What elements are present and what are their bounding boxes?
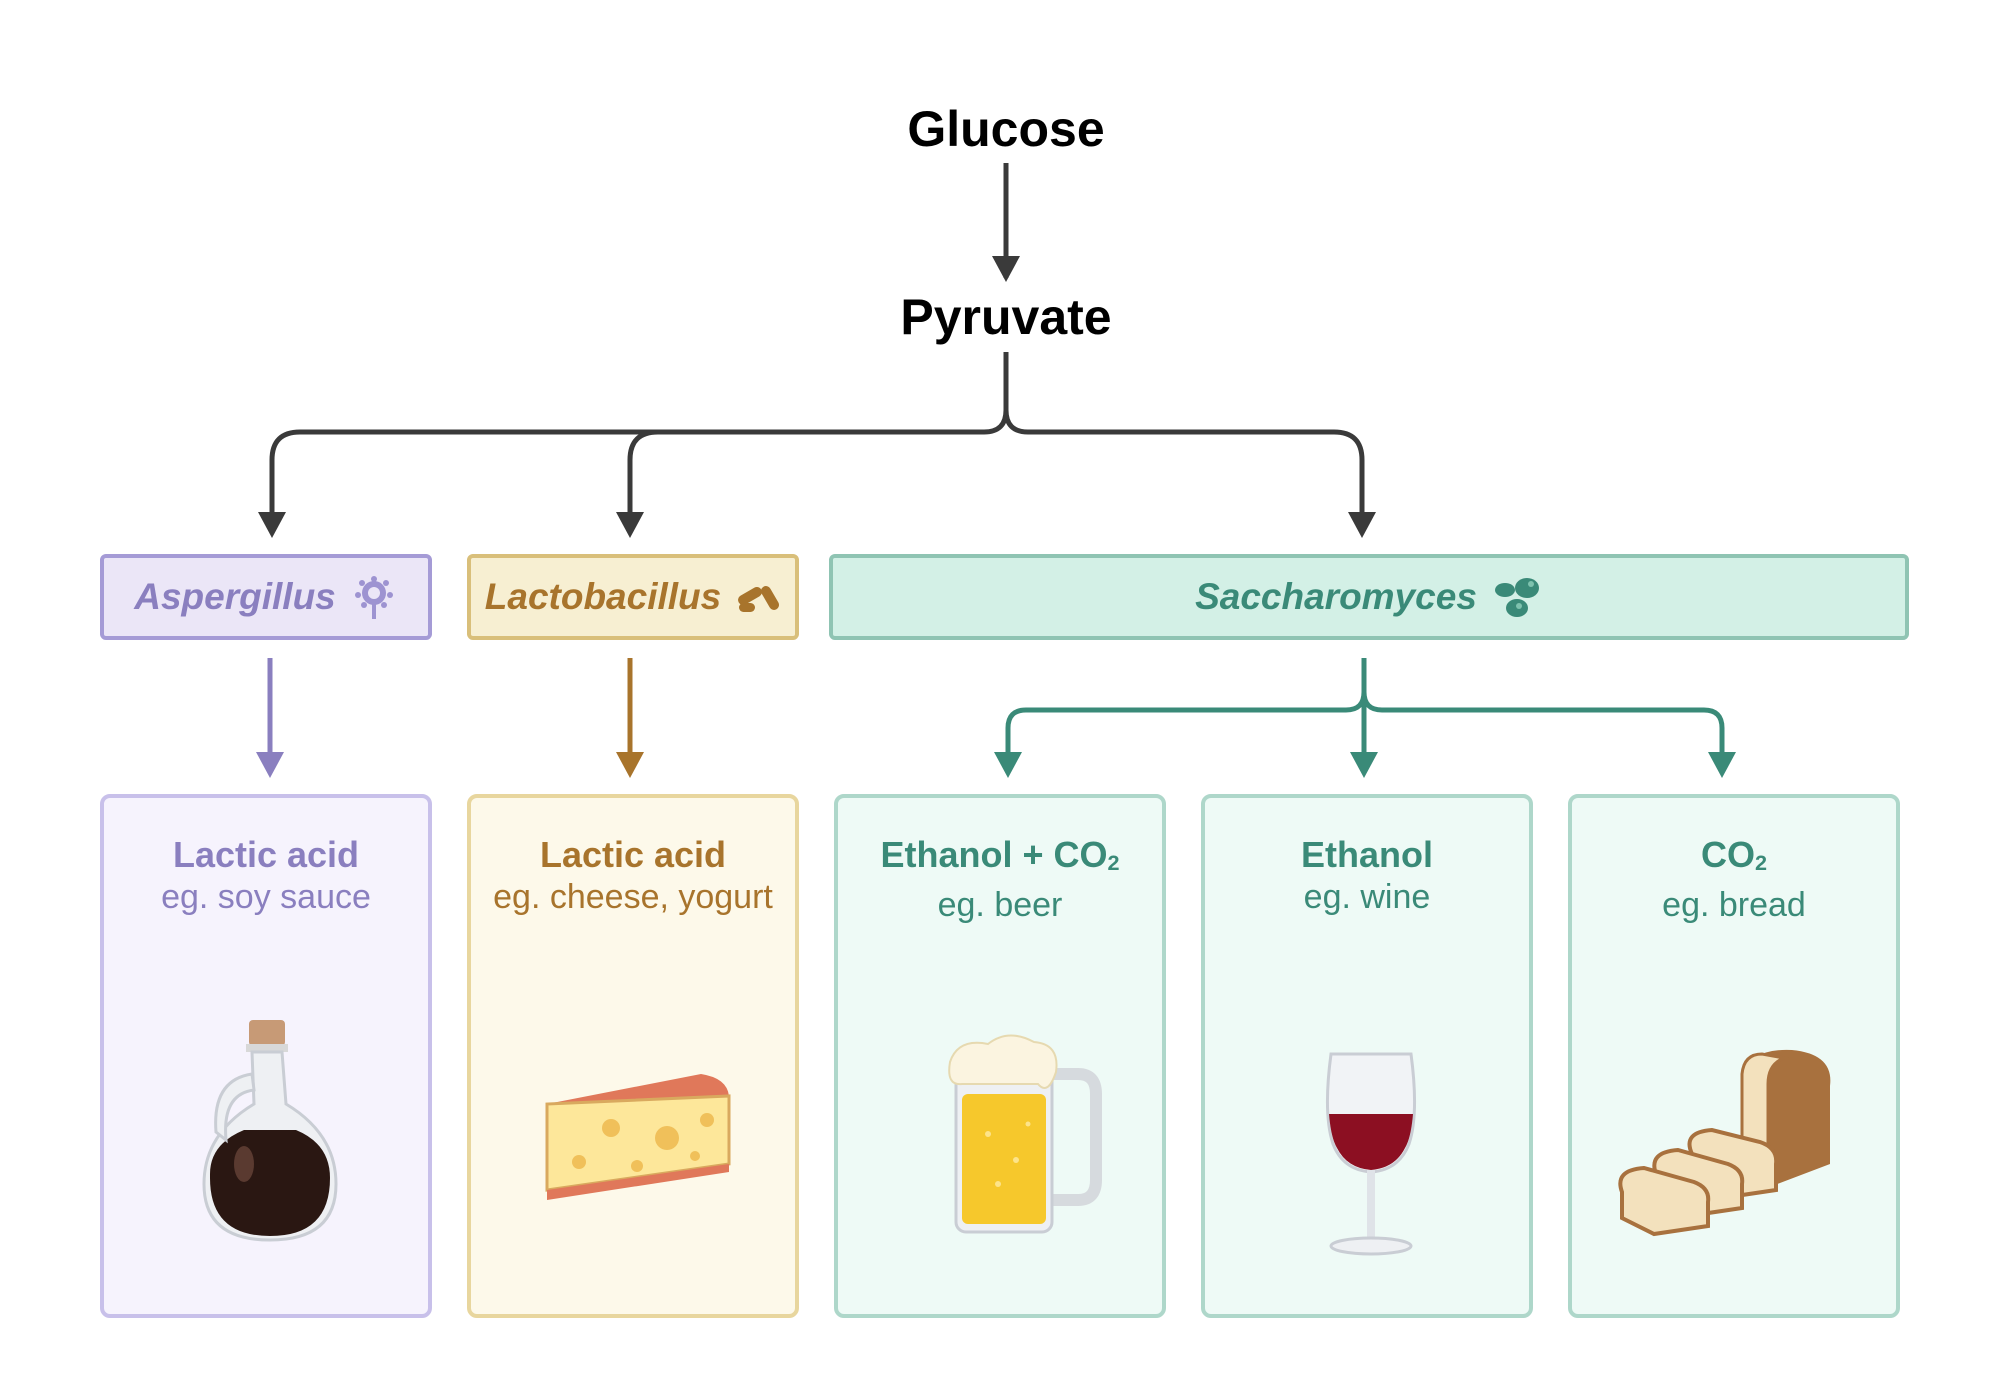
saccharomyces-label: Saccharomyces <box>1195 576 1477 617</box>
product-beer-title-sub: 2 <box>1107 850 1120 875</box>
product-wine-example: eg. wine <box>1303 878 1431 916</box>
arrowhead-cheese <box>616 752 644 778</box>
branch-saccharomyces <box>1005 658 1725 752</box>
beer-mug-icon <box>948 1034 1102 1234</box>
arrowhead-wine <box>1350 752 1378 778</box>
product-wine-card: Ethanol eg. wine <box>1201 794 1533 1318</box>
branch-pyruvate <box>269 352 1365 512</box>
lactobacillus-label: Lactobacillus <box>484 576 722 617</box>
arrowhead-pyruvate <box>992 256 1020 282</box>
arrowhead-bread <box>1708 752 1736 778</box>
pyruvate-label: Pyruvate <box>900 289 1112 345</box>
mold-icon <box>354 576 393 619</box>
cheese-wedge-icon <box>545 1074 731 1200</box>
wine-glass-icon <box>1325 1052 1417 1256</box>
product-bread-title-sub: 2 <box>1754 850 1767 875</box>
rod-bacteria-icon <box>738 586 780 612</box>
product-beer-title: Ethanol + CO2 <box>838 834 1162 884</box>
product-beer-card: Ethanol + CO2 eg. beer <box>834 794 1166 1318</box>
product-bread-title: CO2 <box>1572 834 1896 884</box>
lactobacillus-box: Lactobacillus <box>467 554 799 640</box>
product-cheese-example: eg. cheese, yogurt <box>493 878 773 916</box>
arrowhead-saccharomyces <box>1348 512 1376 538</box>
arrowhead-soy <box>256 752 284 778</box>
product-cheese-card: Lactic acid eg. cheese, yogurt <box>467 794 799 1318</box>
aspergillus-box: Aspergillus <box>100 554 432 640</box>
glucose-label: Glucose <box>907 101 1105 157</box>
soy-sauce-bottle-icon <box>202 1020 338 1242</box>
bread-loaf-icon <box>1618 1049 1831 1237</box>
arrowhead-lactobacillus <box>616 512 644 538</box>
product-soy-title: Lactic acid <box>172 834 360 875</box>
product-bread-title-main: CO <box>1700 834 1755 875</box>
product-wine-title: Ethanol <box>1301 834 1433 875</box>
product-soy-example: eg. soy sauce <box>161 878 371 916</box>
product-cheese-title: Lactic acid <box>539 834 727 875</box>
saccharomyces-box: Saccharomyces <box>829 554 1909 640</box>
product-bread-example: eg. bread <box>1662 886 1806 924</box>
product-beer-title-main: Ethanol + CO <box>880 834 1108 875</box>
aspergillus-label: Aspergillus <box>134 576 336 617</box>
arrowhead-beer <box>994 752 1022 778</box>
product-soy-sauce-card: Lactic acid eg. soy sauce <box>100 794 432 1318</box>
arrowhead-aspergillus <box>258 512 286 538</box>
product-bread-card: CO2 eg. bread <box>1568 794 1900 1318</box>
product-beer-example: eg. beer <box>937 886 1063 924</box>
yeast-icon <box>1494 578 1539 617</box>
